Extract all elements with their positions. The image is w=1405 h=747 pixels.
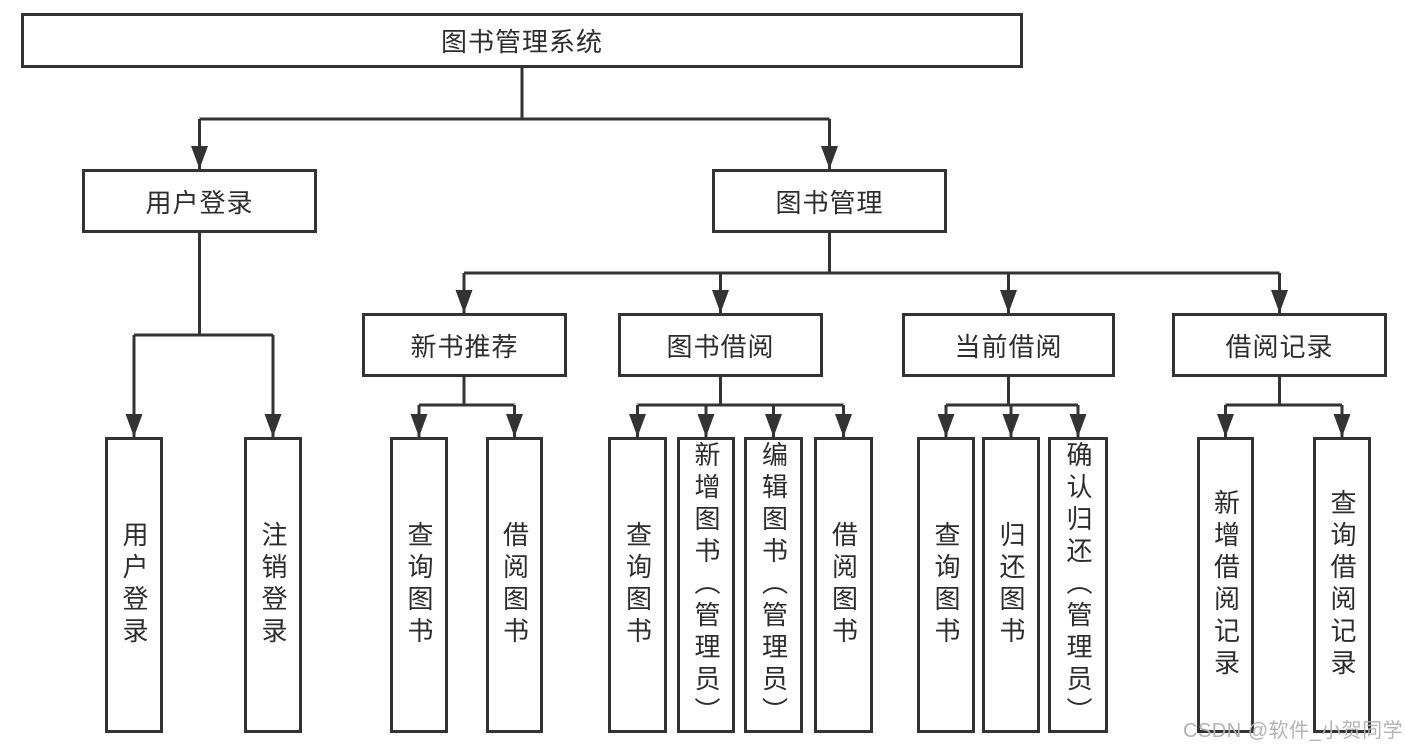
leaf-edit-book-admin: 编辑图书（管理员） <box>744 437 803 733</box>
leaf-label: 新增图书（管理员） <box>691 441 721 729</box>
leaf-borrow-books: 借阅图书 <box>814 437 873 733</box>
leaf-label: 确认归还（管理员） <box>1063 441 1093 729</box>
leaf-query-books-recommend: 查询图书 <box>390 437 448 733</box>
leaf-label: 借阅图书 <box>828 521 859 649</box>
node-label: 图书管理 <box>775 187 884 218</box>
leaf-add-book-admin: 新增图书（管理员） <box>677 437 735 733</box>
leaf-label: 注销登录 <box>258 521 288 649</box>
leaf-borrow-books-recommend: 借阅图书 <box>486 437 543 733</box>
node-label: 借阅记录 <box>1225 331 1334 362</box>
leaf-add-borrow-record: 新增借阅记录 <box>1197 437 1254 733</box>
node-label: 图书借阅 <box>666 331 775 362</box>
node-user-login: 用户登录 <box>82 169 317 233</box>
leaf-label: 用户登录 <box>119 521 149 649</box>
leaf-return-books: 归还图书 <box>982 437 1040 733</box>
node-book-borrowing: 图书借阅 <box>618 313 823 377</box>
leaf-label: 编辑图书（管理员） <box>758 441 789 729</box>
node-label: 新书推荐 <box>410 331 519 362</box>
watermark: CSDN @软件_小贺同学 <box>1183 720 1404 742</box>
leaf-label: 查询图书 <box>931 521 961 649</box>
node-book-management: 图书管理 <box>712 169 947 233</box>
leaf-query-books-current: 查询图书 <box>917 437 975 733</box>
leaf-label: 查询图书 <box>404 521 434 649</box>
leaf-query-books-borrow: 查询图书 <box>608 437 667 733</box>
node-borrowing-records: 借阅记录 <box>1172 313 1387 377</box>
leaf-confirm-return-admin: 确认归还（管理员） <box>1048 437 1108 733</box>
node-new-book-recommendation: 新书推荐 <box>362 313 567 377</box>
leaf-label: 查询借阅记录 <box>1327 489 1357 681</box>
leaf-label: 借阅图书 <box>499 521 530 649</box>
leaf-user-login: 用户登录 <box>105 437 163 733</box>
leaf-label: 新增借阅记录 <box>1210 489 1241 681</box>
leaf-label: 查询图书 <box>622 521 653 649</box>
leaf-label: 归还图书 <box>996 521 1026 649</box>
node-library-management-system: 图书管理系统 <box>21 13 1023 68</box>
node-label: 图书管理系统 <box>440 27 603 57</box>
leaf-logout: 注销登录 <box>244 437 302 733</box>
leaf-query-borrow-record: 查询借阅记录 <box>1313 437 1371 733</box>
node-current-borrowing: 当前借阅 <box>902 313 1115 377</box>
node-label: 当前借阅 <box>954 331 1063 362</box>
node-label: 用户登录 <box>145 187 254 218</box>
